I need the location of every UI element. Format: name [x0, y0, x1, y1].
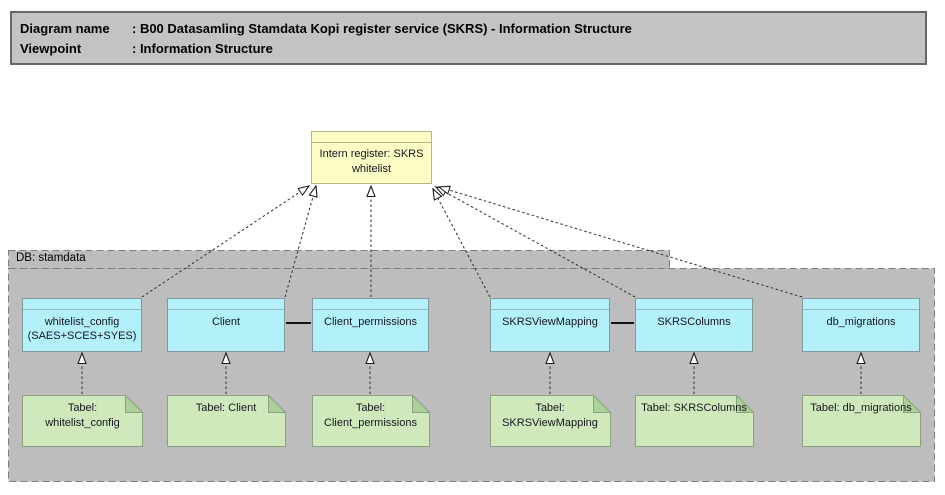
node-header-strip [313, 299, 428, 310]
entity-skrsviewmapping[interactable]: SKRSViewMapping [490, 298, 610, 352]
realization-whitelist_config-to-register[interactable] [141, 186, 309, 298]
entity-label: db_migrations [826, 316, 896, 328]
note-fold-icon [903, 394, 922, 413]
node-header-strip [803, 299, 919, 310]
table-note-label: Tabel: Client_permissions [324, 402, 417, 429]
table-note-client_permissions[interactable] [312, 395, 430, 447]
intern-register-node[interactable]: Intern register: SKRS whitelist [311, 131, 432, 184]
diagram-header[interactable]: Diagram name : B00 Datasamling Stamdata … [10, 11, 927, 65]
intern-register-label: Intern register: SKRS whitelist [319, 148, 424, 175]
realization-client-to-register[interactable] [284, 186, 316, 298]
node-header-strip [636, 299, 752, 310]
header-label: Viewpoint [20, 41, 82, 56]
table-note-label: Tabel: SKRSColumns [641, 402, 747, 414]
node-header-strip [168, 299, 284, 310]
header-value: : Information Structure [132, 41, 273, 56]
table-note-db_migrations[interactable] [802, 395, 921, 447]
realization-skrsviewmapping-to-register[interactable] [433, 189, 491, 298]
entity-client_permissions[interactable]: Client_permissions [312, 298, 429, 352]
db-container-body[interactable] [8, 268, 935, 482]
entity-label: Client_permissions [324, 316, 417, 328]
table-note-client[interactable] [167, 395, 286, 447]
entity-client[interactable]: Client [167, 298, 285, 352]
note-fold-icon [412, 394, 431, 413]
entity-db_migrations[interactable]: db_migrations [802, 298, 920, 352]
entity-skrscolumns[interactable]: SKRSColumns [635, 298, 753, 352]
table-note-whitelist_config[interactable] [22, 395, 143, 447]
table-note-label: Tabel: SKRSViewMapping [502, 402, 598, 429]
node-header-strip [312, 132, 431, 143]
entity-label: whitelist_config (SAES+SCES+SYES) [27, 316, 137, 342]
entity-whitelist_config[interactable]: whitelist_config (SAES+SCES+SYES) [22, 298, 142, 352]
realization-db_migrations-to-register[interactable] [439, 187, 803, 298]
note-fold-icon [593, 394, 612, 413]
table-note-skrscolumns[interactable] [635, 395, 754, 447]
table-note-label: Tabel: db_migrations [810, 402, 912, 414]
entity-label: SKRSViewMapping [502, 316, 598, 328]
header-value: : B00 Datasamling Stamdata Kopi register… [132, 21, 632, 36]
db-container-tab[interactable] [8, 250, 670, 269]
entity-label: SKRSColumns [657, 316, 731, 328]
db-container-label: DB: stamdata [16, 252, 86, 264]
table-note-skrsviewmapping[interactable] [490, 395, 611, 447]
table-note-label: Tabel: Client [195, 402, 257, 414]
entity-label: Client [211, 316, 241, 328]
note-fold-icon [736, 394, 755, 413]
node-header-strip [23, 299, 141, 310]
note-fold-icon [268, 394, 287, 413]
node-header-strip [491, 299, 609, 310]
table-note-label: Tabel: whitelist_config [45, 402, 120, 429]
note-fold-icon [125, 394, 144, 413]
header-label: Diagram name [20, 21, 110, 36]
header-row-diagram-name: Diagram name : B00 Datasamling Stamdata … [20, 19, 925, 39]
header-row-viewpoint: Viewpoint : Information Structure [20, 39, 925, 59]
